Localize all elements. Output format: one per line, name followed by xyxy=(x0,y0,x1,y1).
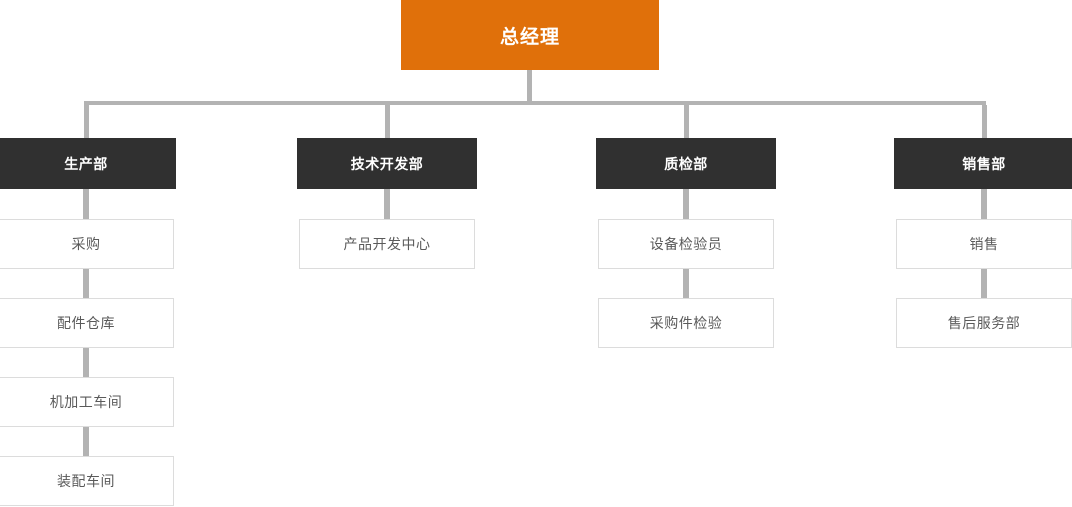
org-node-leaf-label: 机加工车间 xyxy=(49,394,123,410)
org-node-leaf-label: 采购件检验 xyxy=(649,315,723,331)
org-node-dept-label: 生产部 xyxy=(64,155,108,172)
connector-rail-drop xyxy=(684,105,689,138)
org-node-dept: 质检部 xyxy=(596,138,776,189)
org-node-root: 总经理 xyxy=(401,0,659,70)
org-node-dept: 生产部 xyxy=(0,138,176,189)
connector-vertical xyxy=(83,189,89,219)
org-node-leaf: 采购 xyxy=(0,219,174,269)
org-node-leaf: 销售 xyxy=(896,219,1072,269)
org-node-dept-label: 技术开发部 xyxy=(350,155,424,172)
org-node-dept: 销售部 xyxy=(894,138,1072,189)
org-node-leaf-label: 售后服务部 xyxy=(947,315,1021,331)
org-node-root-label: 总经理 xyxy=(499,26,560,48)
org-node-dept-label: 质检部 xyxy=(664,155,708,172)
connector-vertical xyxy=(83,348,89,377)
connector-rail-drop xyxy=(84,105,89,138)
connector-vertical xyxy=(683,189,689,219)
org-node-leaf-label: 销售 xyxy=(969,236,999,252)
connector-rail xyxy=(84,101,986,105)
org-node-leaf: 设备检验员 xyxy=(598,219,774,269)
org-node-leaf-label: 设备检验员 xyxy=(649,236,723,252)
connector-vertical xyxy=(83,427,89,456)
org-node-leaf: 产品开发中心 xyxy=(299,219,475,269)
connector-rail-drop xyxy=(982,105,987,138)
connector-vertical xyxy=(384,189,390,219)
org-node-leaf: 售后服务部 xyxy=(896,298,1072,348)
org-node-leaf-label: 产品开发中心 xyxy=(343,236,431,252)
org-node-dept: 技术开发部 xyxy=(297,138,477,189)
connector-root-stub xyxy=(527,70,532,103)
org-node-leaf: 配件仓库 xyxy=(0,298,174,348)
org-node-leaf-label: 装配车间 xyxy=(57,473,115,489)
org-node-leaf-label: 配件仓库 xyxy=(57,315,115,331)
connector-vertical xyxy=(683,269,689,298)
org-node-leaf: 机加工车间 xyxy=(0,377,174,427)
org-node-leaf: 装配车间 xyxy=(0,456,174,506)
org-node-leaf-label: 采购 xyxy=(71,236,101,252)
connector-vertical xyxy=(981,269,987,298)
connector-vertical xyxy=(981,189,987,219)
org-node-dept-label: 销售部 xyxy=(962,155,1006,172)
connector-vertical xyxy=(83,269,89,298)
connector-rail-drop xyxy=(385,105,390,138)
org-node-leaf: 采购件检验 xyxy=(598,298,774,348)
